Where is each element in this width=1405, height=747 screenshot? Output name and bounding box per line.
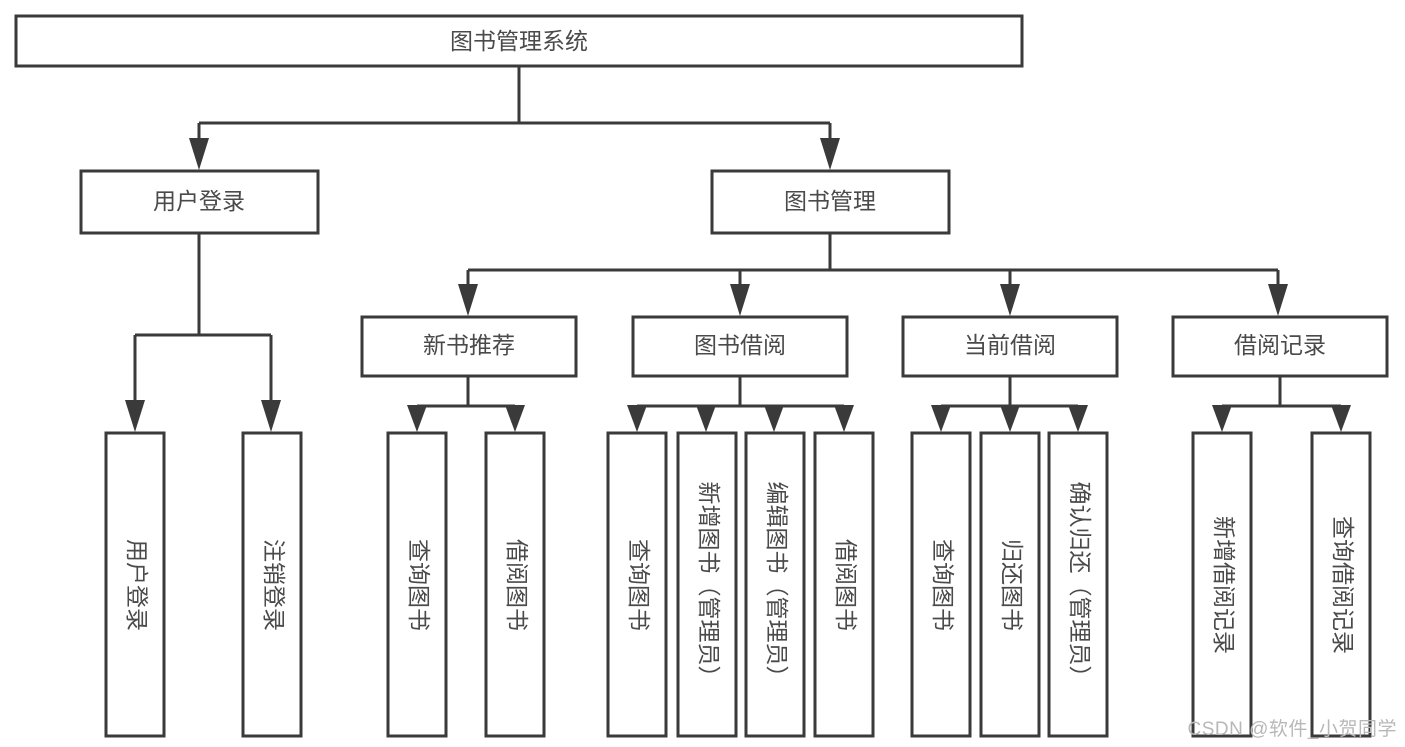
node-leaf-add-record-label: 新增借阅记录	[1211, 516, 1237, 654]
node-book-borrow-box[interactable]	[631, 315, 849, 378]
node-leaf-confirm-return[interactable]: 确认归还（管理员）	[1047, 431, 1109, 738]
node-current-borrow-box[interactable]	[901, 315, 1119, 378]
node-current-borrow[interactable]: 当前借阅	[901, 315, 1119, 378]
node-borrow-record-label: 借阅记录	[1234, 332, 1326, 358]
node-leaf-query-record[interactable]: 查询借阅记录	[1310, 431, 1372, 738]
node-leaf-add-book[interactable]: 新增图书（管理员）	[676, 431, 738, 738]
node-leaf-logout-box[interactable]	[241, 431, 303, 738]
node-book-borrow-label: 图书借阅	[694, 332, 786, 358]
node-leaf-logout-label: 注销登录	[261, 539, 287, 631]
node-leaf-return-book-box[interactable]	[979, 431, 1041, 738]
node-leaf-query-book-2[interactable]: 查询图书	[606, 431, 668, 738]
node-leaf-query-book-2-label: 查询图书	[626, 539, 652, 631]
node-root[interactable]: 图书管理系统	[14, 14, 1024, 68]
node-leaf-query-book-3-box[interactable]	[910, 431, 972, 738]
node-root-box[interactable]	[14, 14, 1024, 68]
node-leaf-edit-book-label: 编辑图书（管理员）	[764, 482, 790, 689]
node-root-label: 图书管理系统	[450, 28, 588, 54]
arrow-head-leaf-user-login	[125, 400, 145, 432]
connector-layer	[125, 66, 1351, 432]
node-leaf-edit-book[interactable]: 编辑图书（管理员）	[744, 431, 806, 738]
node-leaf-user-login-label: 用户登录	[124, 539, 150, 631]
node-book-management-box[interactable]	[710, 169, 951, 235]
node-book-management-label: 图书管理	[784, 188, 876, 214]
node-leaf-query-book-1-label: 查询图书	[406, 539, 432, 631]
node-leaf-add-book-box[interactable]	[676, 431, 738, 738]
arrow-head-leaf-query-book-3	[931, 405, 951, 432]
node-leaf-borrow-book-2-box[interactable]	[813, 431, 875, 738]
node-leaf-query-record-label: 查询借阅记录	[1330, 516, 1356, 654]
node-leaf-add-record-box[interactable]	[1191, 431, 1253, 738]
arrow-head-leaf-borrow-book-2	[834, 405, 854, 432]
node-leaf-query-book-3-label: 查询图书	[930, 539, 956, 631]
arrow-head-leaf-return-book	[1000, 405, 1020, 432]
arrow-head-leaf-add-record	[1212, 405, 1232, 432]
arrow-head-leaf-query-record	[1331, 405, 1351, 432]
arrow-head-leaf-query-book-1	[407, 405, 427, 432]
node-leaf-query-book-1[interactable]: 查询图书	[386, 431, 448, 738]
node-user-login[interactable]: 用户登录	[79, 169, 320, 235]
node-leaf-confirm-return-box[interactable]	[1047, 431, 1109, 738]
node-current-borrow-label: 当前借阅	[964, 332, 1056, 358]
node-leaf-query-book-3[interactable]: 查询图书	[910, 431, 972, 738]
node-leaf-borrow-book-2-label: 借阅图书	[833, 539, 859, 631]
arrow-head-leaf-borrow-book-1	[505, 405, 525, 432]
node-leaf-borrow-book-1-label: 借阅图书	[504, 539, 530, 631]
node-leaf-borrow-book-1-box[interactable]	[484, 431, 546, 738]
arrow-head-user-login	[189, 138, 209, 170]
node-borrow-record[interactable]: 借阅记录	[1171, 315, 1389, 378]
node-leaf-user-login-box[interactable]	[104, 431, 166, 738]
arrow-head-book-management	[820, 138, 840, 170]
node-new-book-recommend[interactable]: 新书推荐	[360, 315, 578, 378]
arrow-head-new-book-recommend	[458, 284, 478, 316]
node-leaf-query-book-1-box[interactable]	[386, 431, 448, 738]
node-leaf-user-login[interactable]: 用户登录	[104, 431, 166, 738]
node-leaf-return-book-label: 归还图书	[999, 539, 1025, 631]
node-borrow-record-box[interactable]	[1171, 315, 1389, 378]
node-leaf-add-record[interactable]: 新增借阅记录	[1191, 431, 1253, 738]
arrow-head-borrow-record	[1268, 284, 1288, 316]
node-book-borrow[interactable]: 图书借阅	[631, 315, 849, 378]
node-leaf-logout[interactable]: 注销登录	[241, 431, 303, 738]
node-user-login-label: 用户登录	[153, 188, 245, 214]
node-new-book-recommend-box[interactable]	[360, 315, 578, 378]
arrow-head-leaf-add-book	[696, 405, 716, 432]
node-leaf-borrow-book-1[interactable]: 借阅图书	[484, 431, 546, 738]
arrow-head-book-borrow	[730, 284, 750, 316]
node-leaf-confirm-return-label: 确认归还（管理员）	[1067, 482, 1093, 689]
arrow-head-leaf-query-book-2	[627, 405, 647, 432]
csdn-watermark: CSDN @软件_小贺同学	[1187, 719, 1397, 740]
arrow-head-current-borrow	[1000, 284, 1020, 316]
node-leaf-add-book-label: 新增图书（管理员）	[696, 482, 722, 689]
node-leaf-query-book-2-box[interactable]	[606, 431, 668, 738]
node-new-book-recommend-label: 新书推荐	[423, 332, 515, 358]
node-leaf-borrow-book-2[interactable]: 借阅图书	[813, 431, 875, 738]
node-leaf-edit-book-box[interactable]	[744, 431, 806, 738]
arrow-head-leaf-confirm-return	[1068, 405, 1088, 432]
node-book-management[interactable]: 图书管理	[710, 169, 951, 235]
arrow-head-leaf-edit-book	[764, 405, 784, 432]
arrow-head-leaf-logout	[261, 400, 281, 432]
node-leaf-return-book[interactable]: 归还图书	[979, 431, 1041, 738]
node-leaf-query-record-box[interactable]	[1310, 431, 1372, 738]
node-user-login-box[interactable]	[79, 169, 320, 235]
